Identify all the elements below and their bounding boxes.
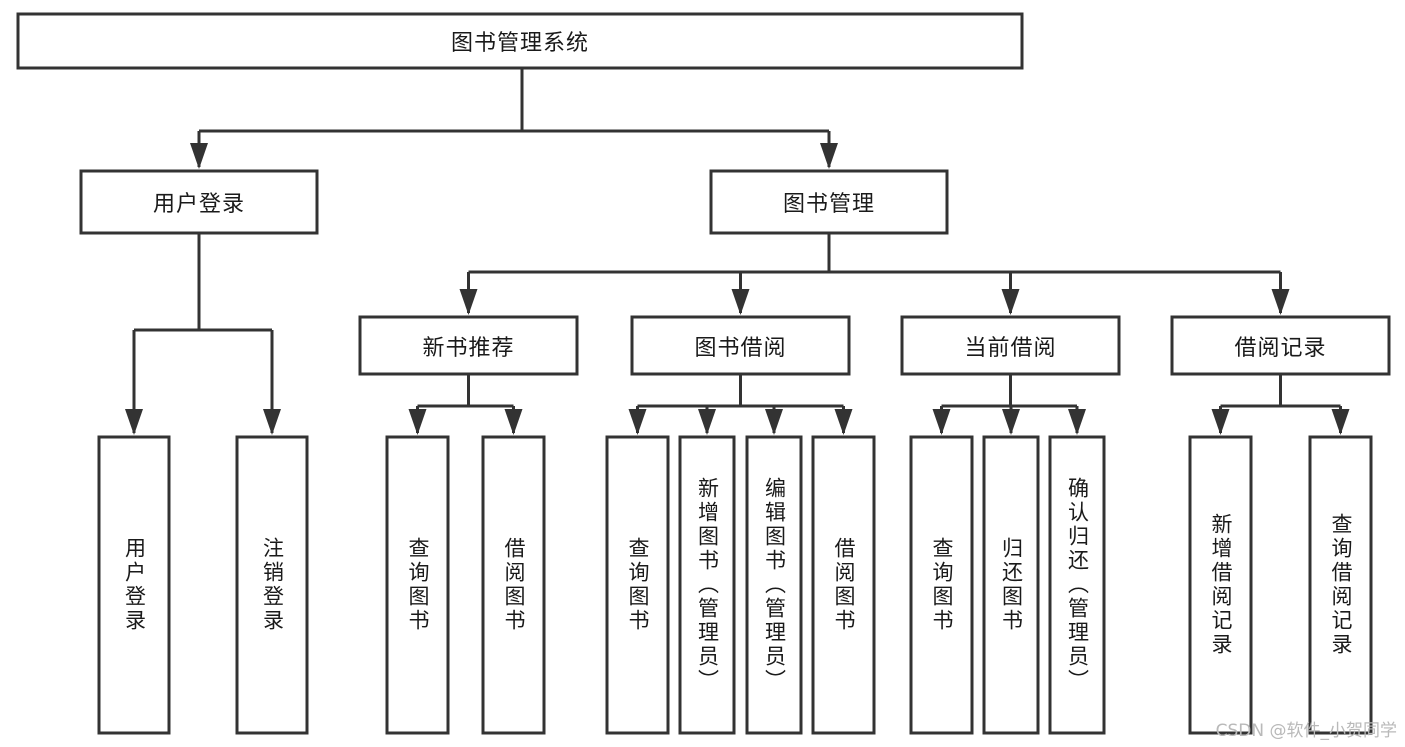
arrow-head-icon [459,289,478,315]
arrow-head-icon [834,409,853,435]
node-l3-借阅记录[interactable] [1170,315,1391,376]
node-leaf-12-查询借阅记录[interactable] [1308,435,1373,735]
arrow-head-icon [504,409,523,435]
node-l3-当前借阅[interactable] [900,315,1121,376]
arrow-head-icon [1211,409,1230,435]
node-root-图书管理系统[interactable] [16,12,1024,70]
node-leaf-10-确认归还管理员[interactable] [1048,435,1106,735]
arrow-head-icon [1001,289,1020,315]
node-l3-图书借阅[interactable] [630,315,851,376]
arrow-head-icon [263,409,281,435]
arrow-head-icon [190,143,208,169]
node-leaf-7-借阅图书[interactable] [811,435,876,735]
node-leaf-0-用户登录[interactable] [97,435,171,735]
arrow-head-icon [820,143,838,169]
node-l3-新书推荐[interactable] [358,315,579,376]
arrow-head-icon [628,409,647,435]
arrow-head-icon [1002,409,1020,435]
arrow-head-icon [932,409,951,435]
arrow-head-icon [698,409,716,435]
node-l2-图书管理[interactable] [709,169,949,235]
node-leaf-3-借阅图书[interactable] [481,435,546,735]
arrow-head-icon [731,289,750,315]
arrow-head-icon [1331,409,1350,435]
node-l2-用户登录[interactable] [79,169,319,235]
node-leaf-8-查询图书[interactable] [909,435,974,735]
arrow-head-icon [765,409,783,435]
node-leaf-6-编辑图书管理员[interactable] [745,435,803,735]
connector-lines-group [125,68,1350,435]
node-leaf-2-查询图书[interactable] [385,435,450,735]
arrow-head-icon [1271,289,1290,315]
arrow-head-icon [408,409,427,435]
node-leaf-1-注销登录[interactable] [235,435,309,735]
node-leaf-4-查询图书[interactable] [605,435,670,735]
arrow-head-icon [125,409,143,435]
node-leaf-9-归还图书[interactable] [982,435,1040,735]
node-leaf-11-新增借阅记录[interactable] [1188,435,1253,735]
node-boxes-group [16,12,1391,735]
arrow-head-icon [1068,409,1086,435]
node-leaf-5-新增图书管理员[interactable] [678,435,736,735]
